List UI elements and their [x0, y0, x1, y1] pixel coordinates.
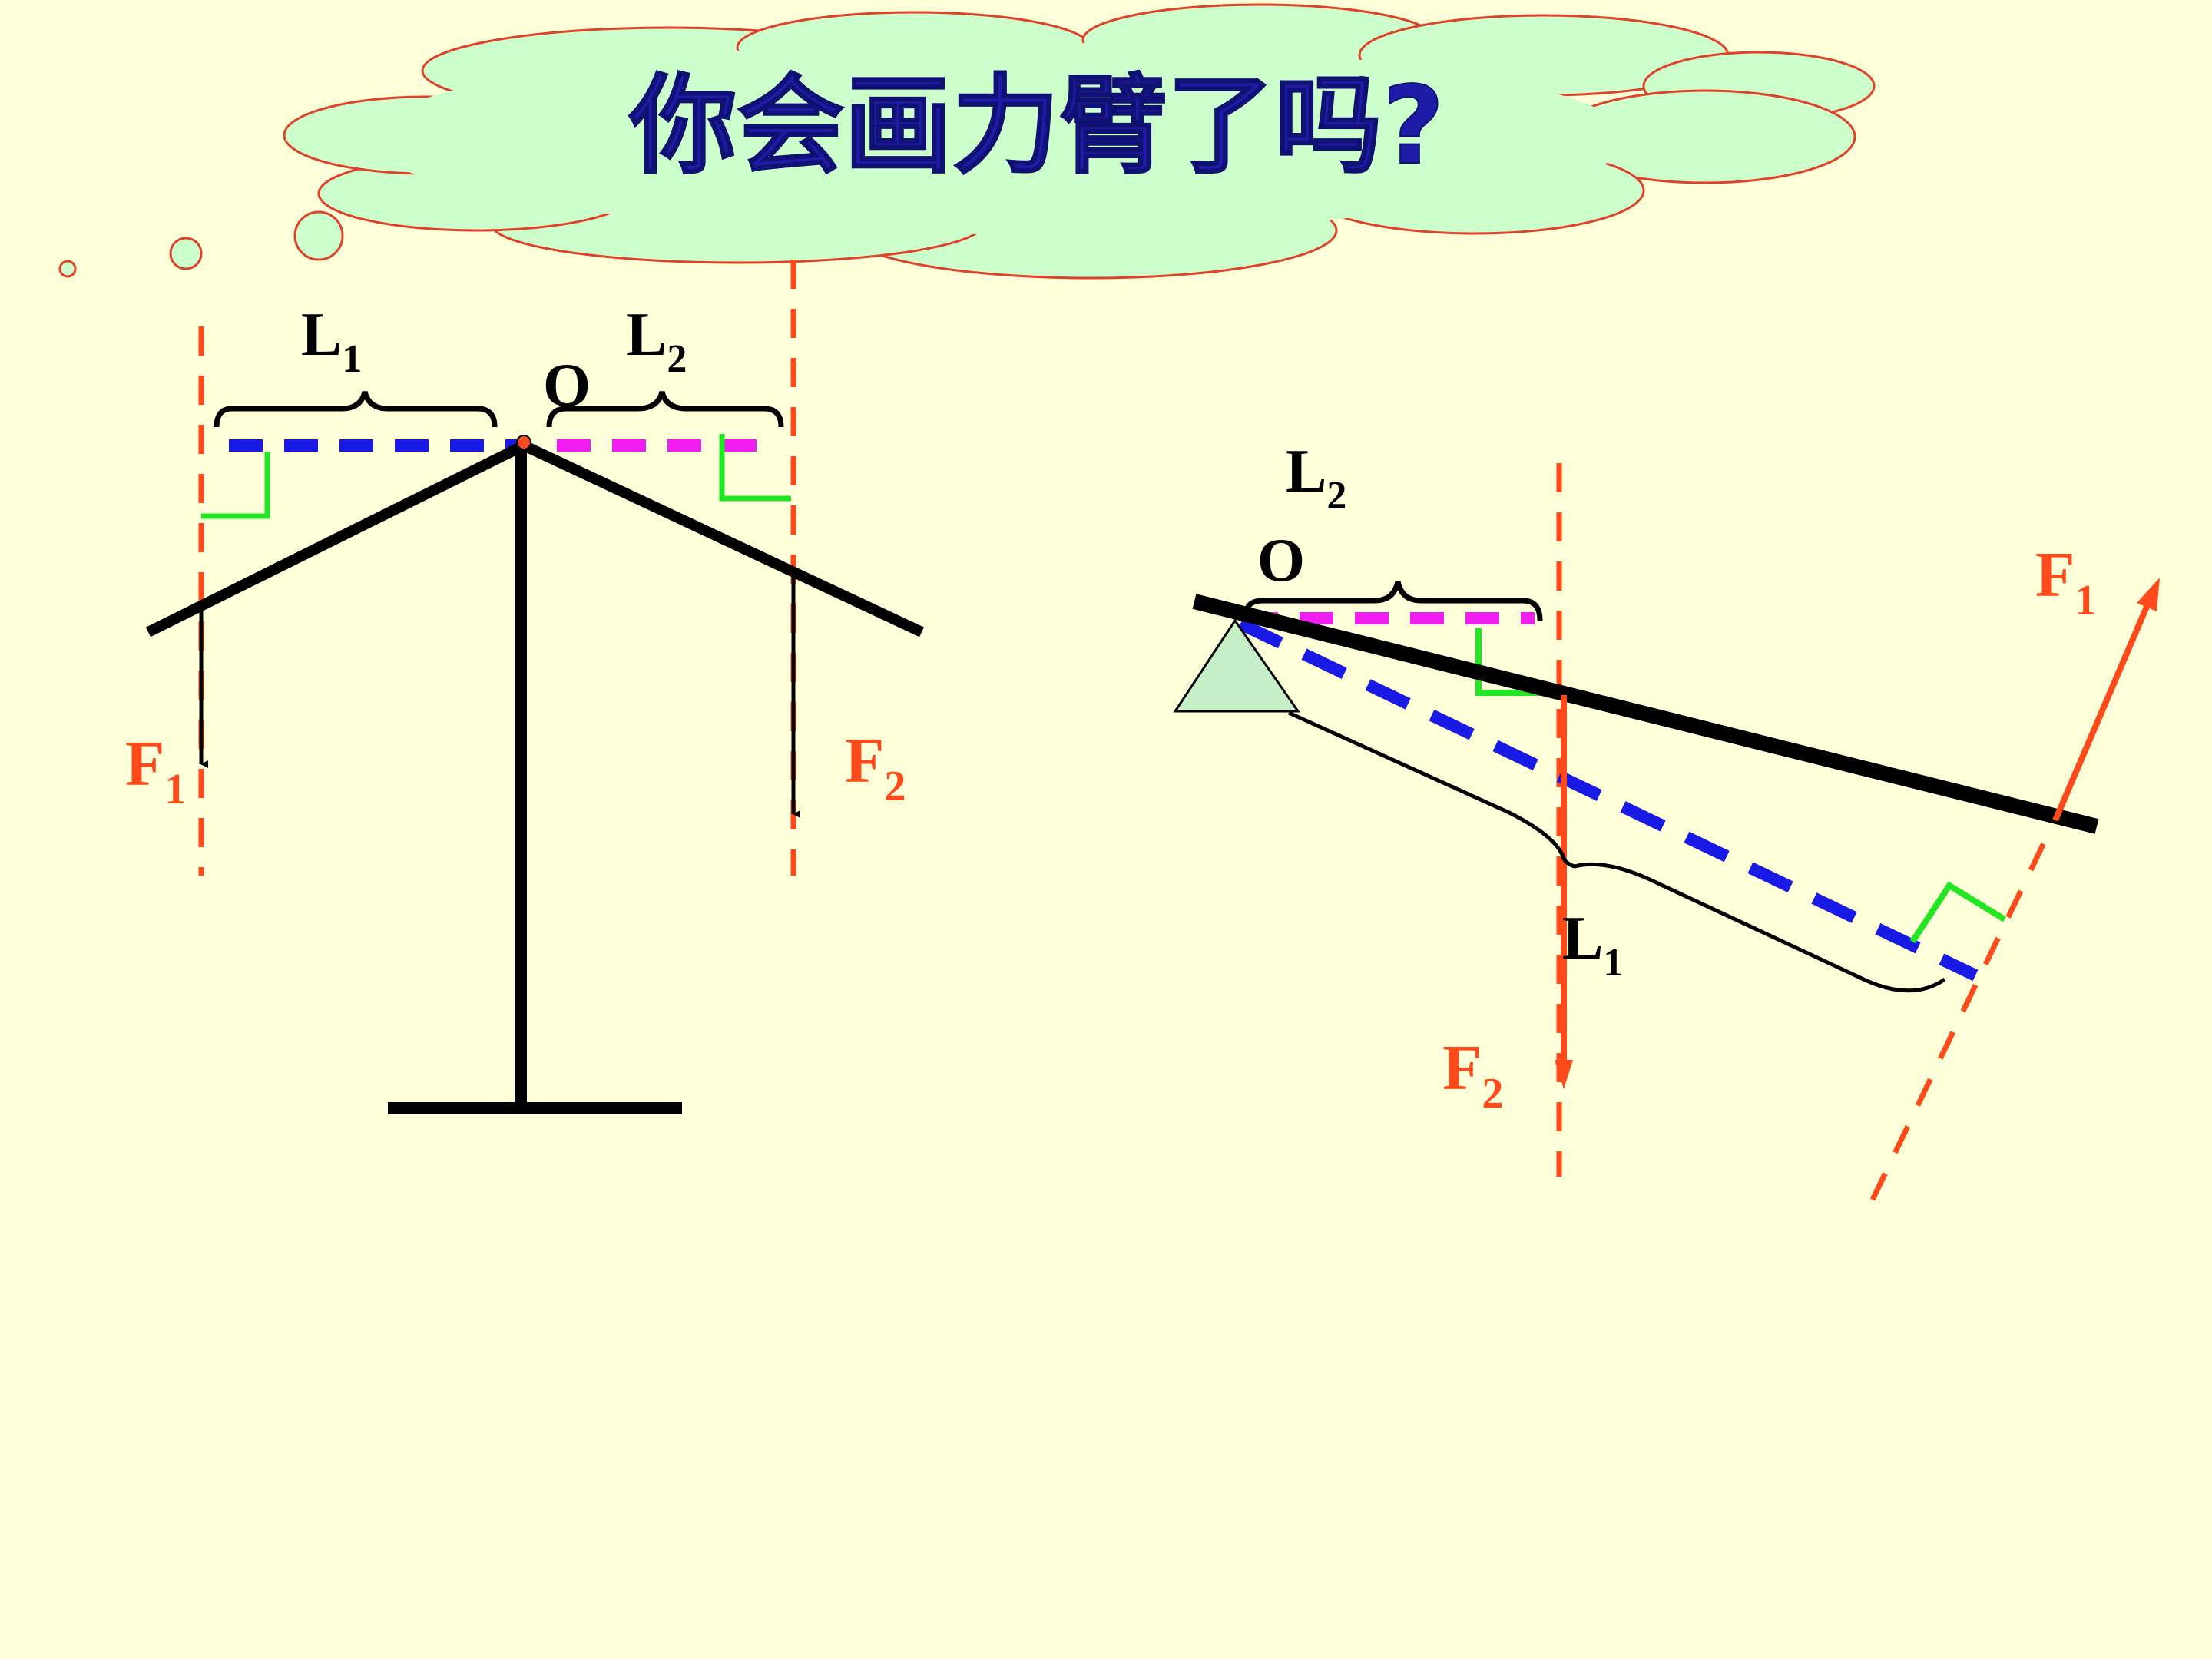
title-text: 你会画力臂了吗?	[628, 64, 1444, 189]
right-diagram: O L2 L1 F2 F1	[1173, 438, 2160, 1201]
thought-bubble-medium	[169, 237, 203, 270]
left-beam	[145, 439, 924, 637]
thought-bubble-large	[293, 210, 344, 261]
right-right-angle-2	[1475, 628, 1544, 696]
left-brace-L2	[546, 391, 784, 428]
right-L2-label: L2	[1286, 438, 1346, 518]
right-force1-arrow	[2052, 605, 2150, 822]
left-diagram: O L1 L2 F1 F2	[125, 260, 924, 1114]
right-arm-L1-dashed	[1237, 618, 1979, 982]
thought-cloud	[58, 3, 1876, 280]
left-F2-label: F2	[845, 725, 906, 810]
left-pivot-point	[516, 435, 531, 450]
left-brace-L1	[214, 391, 498, 428]
right-force1-arrowhead	[2137, 578, 2160, 611]
right-F2-label: F2	[1442, 1032, 1503, 1118]
left-right-angle-2	[719, 434, 791, 502]
right-beam	[1192, 594, 2099, 834]
right-brace-L1	[1287, 710, 1946, 993]
right-brace-L2	[1243, 581, 1543, 621]
right-right-angle-1	[1909, 881, 2007, 944]
left-L2-label: L2	[626, 301, 687, 381]
left-pivot-label: O	[543, 352, 591, 419]
left-F1-label: F1	[125, 728, 186, 813]
left-right-angle-1	[201, 452, 270, 519]
right-L1-label: L1	[1562, 905, 1623, 985]
right-F1-label: F1	[2035, 539, 2096, 624]
right-force2-arrowhead	[1555, 1060, 1573, 1089]
right-pivot-label: O	[1257, 527, 1305, 594]
left-L1-label: L1	[301, 301, 362, 381]
thought-bubble-small	[58, 260, 77, 278]
right-force1-line-of-action	[1869, 811, 2061, 1201]
right-pivot-triangle	[1173, 618, 1300, 713]
